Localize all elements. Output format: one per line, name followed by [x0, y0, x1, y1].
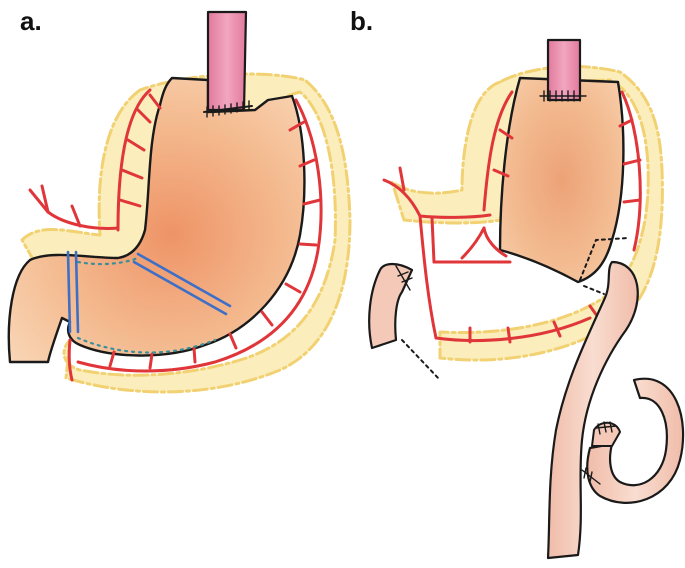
- resection-dotted-line-a: [76, 256, 217, 354]
- blood-vessel-icon: [382, 90, 642, 344]
- panel-b-illustration: [368, 38, 685, 560]
- blood-vessel-icon: [28, 88, 323, 382]
- hatch-staple-icon: [206, 100, 250, 118]
- duodenal-stump-b: [368, 262, 414, 350]
- jejunal-limb-b: [546, 260, 639, 560]
- staple-line-esophagus-a: [203, 105, 253, 113]
- jejunal-loop-b: [586, 377, 685, 504]
- panel-a-illustration: [7, 10, 352, 394]
- panel-label-b: b.: [350, 6, 374, 36]
- hatch-staple-icon: [539, 90, 587, 102]
- hatch-staple-icon: [395, 265, 413, 291]
- stomach-a: [7, 76, 306, 364]
- anastomosis-dotted-b: [401, 237, 629, 381]
- hatch-staple-icon: [581, 421, 617, 485]
- staple-line-blue-a: [66, 250, 232, 334]
- esophagus-a: [206, 10, 248, 112]
- esophagus-b: [546, 38, 582, 102]
- stomach-remnant-b: [498, 76, 625, 284]
- panel-label-a: a.: [20, 6, 42, 36]
